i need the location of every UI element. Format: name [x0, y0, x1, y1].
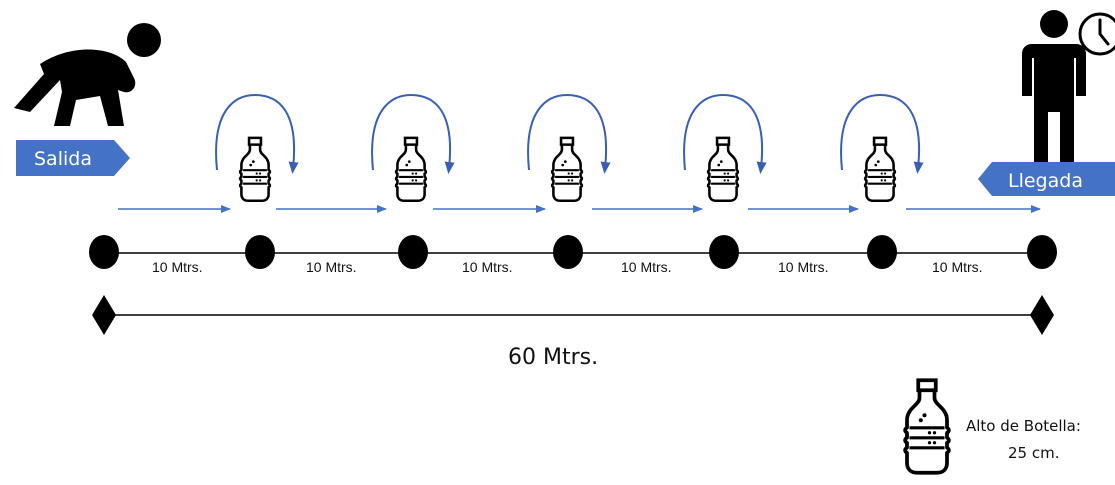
finish-tag: Llegada — [978, 162, 1115, 196]
curved-arrow-icon — [527, 93, 611, 174]
runner-crouch-icon — [14, 23, 161, 126]
cone-dot-icon — [245, 235, 275, 269]
finish-label: Llegada — [1008, 170, 1083, 192]
segment-label: 10 Mtrs. — [152, 259, 203, 275]
total-label: 60 Mtrs. — [508, 345, 598, 370]
curved-arrow-icon — [215, 93, 299, 174]
diamond-marker-icon — [1030, 295, 1054, 335]
clock-icon — [1078, 12, 1115, 56]
cone-dot-icon — [398, 235, 428, 269]
segment-label: 10 Mtrs. — [621, 259, 672, 275]
cone-dot-icon — [89, 235, 119, 269]
diamond-marker-icon — [92, 295, 116, 335]
bottle-icon — [550, 136, 584, 203]
segment-label: 10 Mtrs. — [306, 259, 357, 275]
segment-label: 10 Mtrs. — [932, 259, 983, 275]
cone-dot-icon — [1027, 235, 1057, 269]
bottle-icon — [238, 136, 272, 203]
curved-arrow-icon — [371, 93, 455, 174]
turn-arrows — [215, 93, 924, 174]
curved-arrow-icon — [683, 93, 767, 174]
bottle-legend: Alto de Botella: 25 cm. — [903, 378, 1081, 475]
bottle-note-line2: 25 cm. — [1008, 444, 1059, 462]
curved-arrow-icon — [840, 93, 924, 174]
start-label: Salida — [34, 148, 92, 170]
bottle-note-line1: Alto de Botella: — [966, 417, 1081, 435]
segment-label: 10 Mtrs. — [778, 259, 829, 275]
bottle-icon — [903, 378, 951, 475]
bottle-icon — [706, 136, 740, 203]
cone-dot-icon — [553, 235, 583, 269]
start-tag: Salida — [16, 140, 130, 176]
segment-label: 10 Mtrs. — [462, 259, 513, 275]
cone-dot-icon — [867, 235, 897, 269]
cone-dots — [89, 235, 1057, 269]
total-distance: 60 Mtrs. — [92, 295, 1054, 370]
bottles — [238, 136, 897, 203]
bottle-icon — [394, 136, 428, 203]
cone-dot-icon — [709, 235, 739, 269]
standing-person-icon — [1022, 10, 1086, 168]
bottle-icon — [863, 136, 897, 203]
